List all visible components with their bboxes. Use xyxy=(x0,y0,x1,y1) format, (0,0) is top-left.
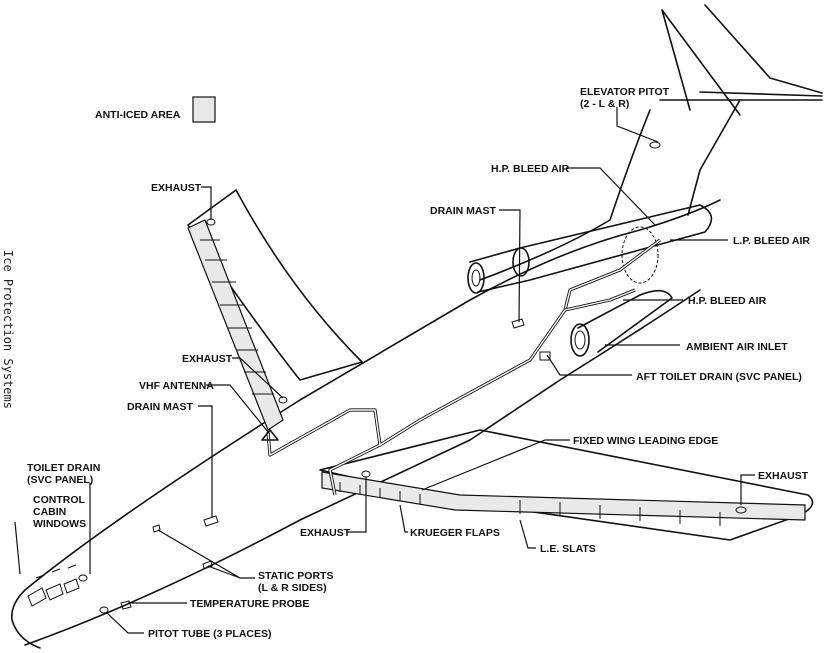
cabin-window-dots xyxy=(35,564,77,579)
label-ambient-air-inlet: AMBIENT AIR INLET xyxy=(686,341,788,353)
label-hp-bleed-air-upper: H.P. BLEED AIR xyxy=(491,163,570,175)
aircraft-outline xyxy=(10,4,823,649)
label-static-ports: STATIC PORTS xyxy=(258,570,333,582)
drain-mast-lower-symbol xyxy=(203,515,219,527)
label-exhaust-mid: EXHAUST xyxy=(182,353,233,365)
left-engine xyxy=(467,204,713,294)
cockpit-windows xyxy=(27,578,80,607)
drain-mast-upper-symbol xyxy=(511,318,525,329)
exhaust-right-symbol xyxy=(735,506,747,514)
fuselage-upper-line xyxy=(24,199,721,591)
label-vhf-antenna: VHF ANTENNA xyxy=(139,380,214,392)
far-wing xyxy=(187,189,363,381)
stabilizer-top xyxy=(704,4,823,94)
legend: ANTI-ICED AREA xyxy=(95,96,216,123)
labels: ELEVATOR PITOT (2 - L & R) H.P. BLEED AI… xyxy=(27,86,810,640)
label-aft-toilet-drain: AFT TOILET DRAIN (SVC PANEL) xyxy=(636,371,802,383)
label-elevator-pitot: ELEVATOR PITOT xyxy=(580,86,670,98)
leader-lines xyxy=(14,107,755,634)
near-wing-leading-edge-band xyxy=(321,471,806,521)
nose xyxy=(10,589,41,649)
label-temperature-probe: TEMPERATURE PROBE xyxy=(190,598,309,610)
label-hp-bleed-air-lower: H.P. BLEED AIR xyxy=(688,295,767,307)
label-fixed-wing-leading-edge: FIXED WING LEADING EDGE xyxy=(573,435,718,447)
label-control-cabin-windows-2: CABIN xyxy=(33,506,66,518)
label-exhaust-upper: EXHAUST xyxy=(151,182,202,194)
exhaust-mid-symbol xyxy=(278,396,288,404)
side-title: Ice Protection Systems xyxy=(1,250,15,409)
near-wing-slat-ribs xyxy=(339,482,721,526)
fuselage-lower-line xyxy=(24,289,701,646)
label-krueger-flaps: KRUEGER FLAPS xyxy=(410,527,500,539)
label-toilet-drain-panel: (SVC PANEL) xyxy=(27,474,93,486)
label-lp-bleed-air: L.P. BLEED AIR xyxy=(733,235,810,247)
bleed-air-ducting xyxy=(266,238,661,496)
horizontal-stabilizer xyxy=(659,91,823,101)
label-drain-mast-lower: DRAIN MAST xyxy=(127,401,193,413)
exhaust-lower-symbol xyxy=(361,470,371,478)
tail-fin-trailing-edge xyxy=(687,99,741,216)
label-toilet-drain: TOILET DRAIN xyxy=(27,462,100,474)
right-engine xyxy=(570,289,673,357)
label-exhaust-right: EXHAUST xyxy=(758,470,809,482)
label-static-ports-sides: (L & R SIDES) xyxy=(258,582,327,594)
center-engine-inlet xyxy=(621,226,659,284)
static-port-upper-symbol xyxy=(152,524,161,533)
label-le-slats: L.E. SLATS xyxy=(540,543,596,555)
temperature-probe-symbol xyxy=(120,600,132,610)
legend-label: ANTI-ICED AREA xyxy=(95,109,181,121)
label-elevator-pitot-count: (2 - L & R) xyxy=(580,98,629,110)
aft-toilet-drain-symbol xyxy=(539,351,551,361)
aft-fuselage-upper xyxy=(479,109,651,281)
label-exhaust-lower: EXHAUST xyxy=(300,527,351,539)
vertical-stabilizer xyxy=(661,9,741,116)
static-port-lower-symbol xyxy=(202,560,213,570)
elevator-pitot-symbol xyxy=(649,141,661,149)
label-control-cabin-windows-3: WINDOWS xyxy=(33,518,86,530)
anti-iced-area-swatch xyxy=(192,96,216,123)
far-wing-leading-edge-band xyxy=(187,219,284,431)
near-wing xyxy=(319,429,814,541)
pitot-tube-symbol xyxy=(99,606,109,614)
vhf-antenna-symbol xyxy=(261,429,279,441)
label-drain-mast-upper: DRAIN MAST xyxy=(430,205,496,217)
label-pitot-tube: PITOT TUBE (3 PLACES) xyxy=(148,628,271,640)
toilet-drain-symbol xyxy=(78,574,88,582)
label-control-cabin-windows-1: CONTROL xyxy=(33,494,85,506)
